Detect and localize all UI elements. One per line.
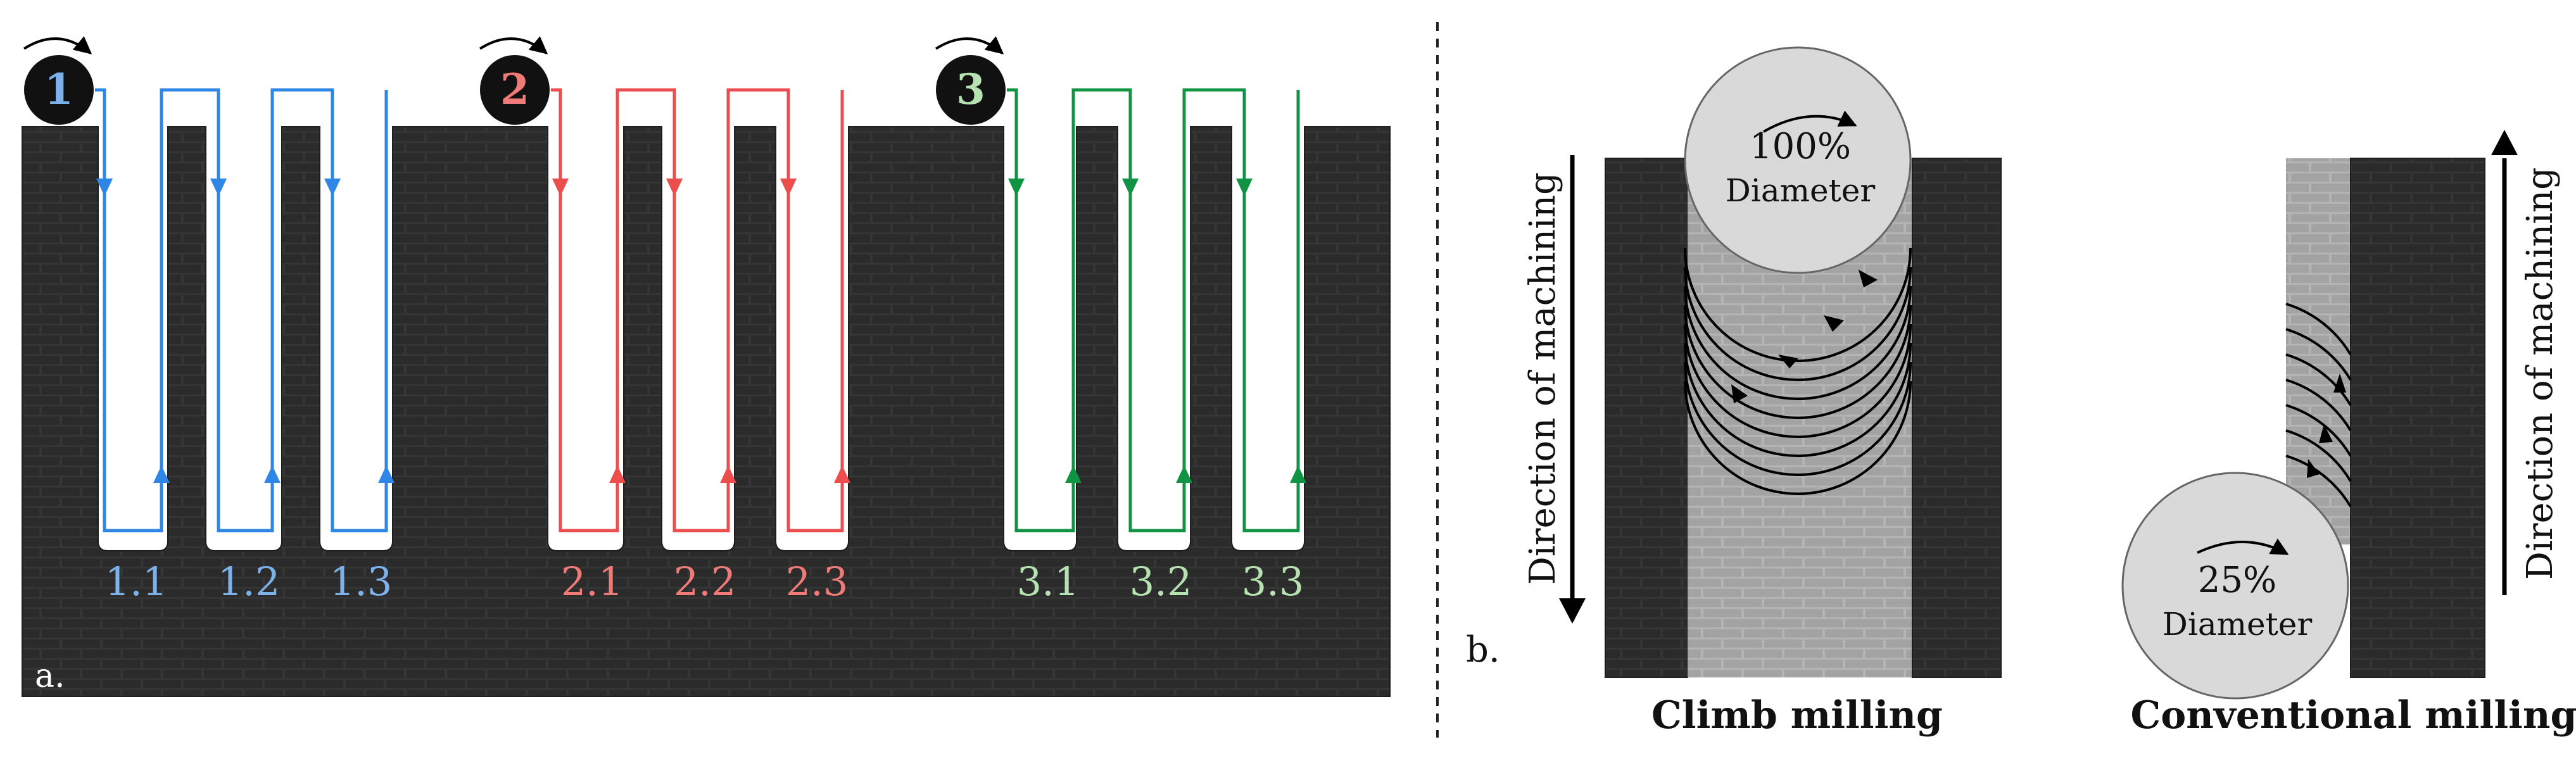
workpiece-block: [22, 126, 1391, 697]
conventional-direction-arrowhead: [2491, 130, 2518, 155]
conventional-tool-arcs: [2285, 303, 2352, 508]
path-arrow-up: [264, 465, 281, 483]
path-arrow-down: [96, 179, 113, 196]
sequence-badge-3: [936, 55, 1006, 125]
path-arrow-down: [780, 179, 797, 196]
path-arrow-up: [378, 465, 395, 483]
slot-label: 2.3: [786, 558, 849, 605]
path-arrow-up: [1176, 465, 1192, 483]
path-arrow-down: [1008, 179, 1025, 196]
slot-label: 1.3: [330, 558, 393, 605]
slot-label: 2.1: [561, 558, 624, 605]
path-arrow-up: [1065, 465, 1082, 483]
sequence-badge-number: 3: [956, 65, 985, 114]
slot-label: 3.3: [1242, 558, 1304, 605]
conventional-rotation-arrow: [2197, 538, 2289, 555]
climb-arc-arrowheads: [1731, 270, 1878, 403]
conventional-arc-arrowheads: [2307, 374, 2346, 478]
tool-path-1: [95, 88, 388, 532]
path-arrow-down: [324, 179, 341, 196]
slot-label: 1.2: [218, 558, 281, 605]
rotation-arrow-icon: [479, 36, 548, 54]
climb-tool-diameter: Diameter: [1726, 172, 1876, 209]
path-arrow-down: [552, 179, 569, 196]
slot-label: 2.2: [674, 558, 736, 605]
tool-path-2: [551, 88, 844, 532]
climb-milling-diagram: 100% Diameter Direction of machining Cli…: [1522, 46, 2002, 738]
panel-a: 1 2 3 1.1 1.2 1.3 2.1 2.2 2.3 3.1 3.2 3.3 a.: [22, 36, 1391, 697]
rotation-arrow-icon: [23, 36, 92, 54]
conventional-tool-diameter: Diameter: [2162, 606, 2313, 643]
sequence-badge-1: [24, 55, 94, 125]
climb-tool-arcs: [1684, 248, 1912, 495]
path-arrow-up: [153, 465, 170, 483]
panel-a-label: a.: [35, 657, 65, 695]
sequence-badge-number: 1: [44, 65, 73, 114]
sequence-badge-2: [480, 55, 550, 125]
path-arrow-up: [834, 465, 850, 483]
slot-label: 3.1: [1017, 558, 1080, 605]
tool-path-3: [1007, 88, 1300, 532]
climb-direction-arrowhead: [1559, 598, 1586, 624]
slot-label: 1.1: [105, 558, 168, 605]
climb-direction-label: Direction of machining: [1522, 172, 1563, 585]
path-arrow-up: [720, 465, 736, 483]
path-arrow-down: [666, 179, 683, 196]
slot-label: 3.2: [1130, 558, 1192, 605]
conventional-tool-percent: 25%: [2198, 560, 2276, 601]
path-arrow-down: [210, 179, 227, 196]
climb-tool-percent: 100%: [1750, 126, 1851, 167]
conventional-milling-title: Conventional milling: [2131, 693, 2576, 738]
climb-workpiece-right: [1912, 158, 2002, 678]
conventional-tool-25: [2121, 472, 2349, 700]
panel-b-label: b.: [1466, 629, 1500, 670]
conventional-workpiece: [2350, 158, 2485, 678]
path-arrow-up: [1290, 465, 1306, 483]
path-arrow-down: [1122, 179, 1139, 196]
path-arrow-up: [609, 465, 626, 483]
panel-b: b. 100%: [1466, 46, 2576, 738]
climb-rotation-arrow: [1763, 110, 1857, 133]
conventional-milling-diagram: 25% Diameter Direction of machining Conv…: [2121, 130, 2576, 738]
path-arrow-down: [1236, 179, 1253, 196]
climb-workpiece-left: [1605, 158, 1688, 678]
climb-tool-100: [1684, 46, 1912, 274]
climb-milling-title: Climb milling: [1651, 693, 1943, 738]
sequence-badge-number: 2: [500, 65, 529, 114]
conventional-machined-strip: [2286, 158, 2351, 544]
rotation-arrow-icon: [935, 36, 1004, 54]
conventional-direction-label: Direction of machining: [2520, 167, 2561, 580]
